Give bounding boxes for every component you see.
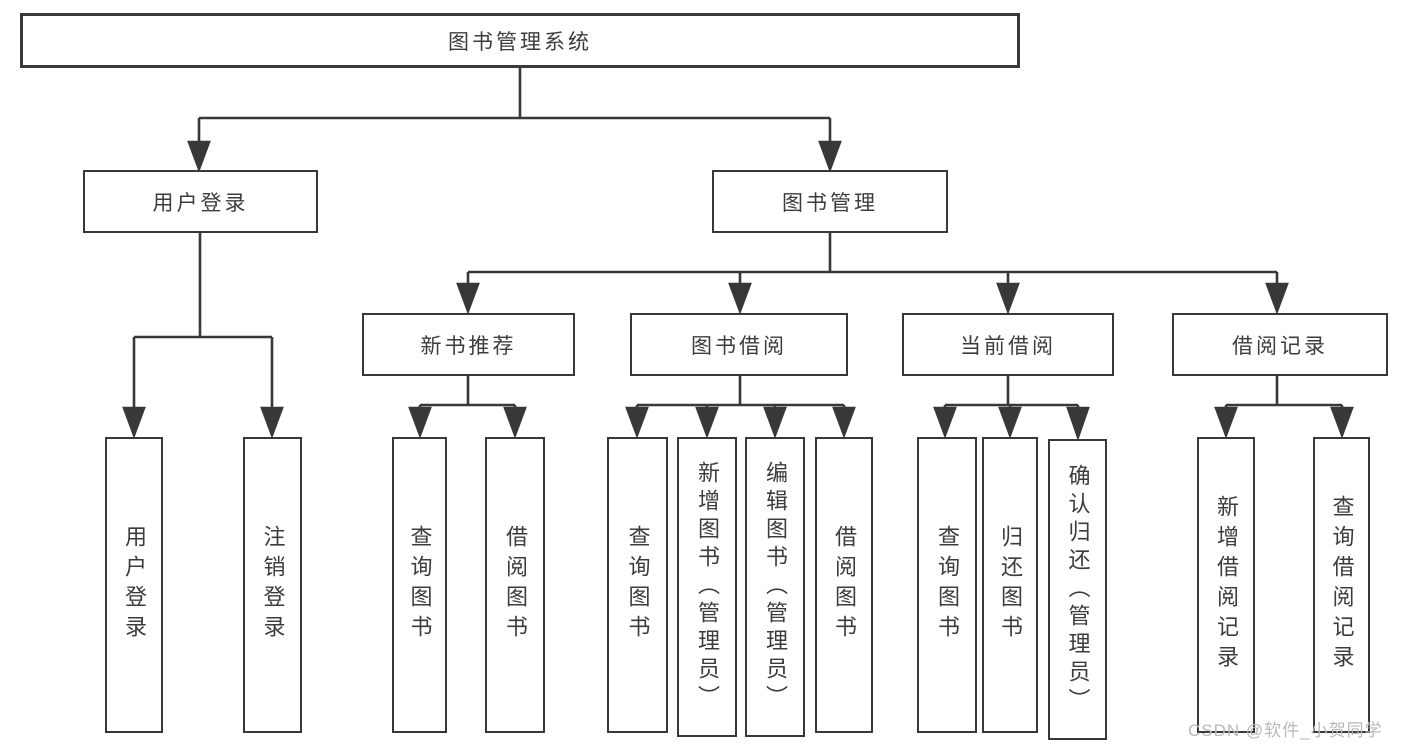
node-leaf-logout-label: 注销登录 — [260, 525, 286, 645]
node-current-borrowing-label: 当前借阅 — [960, 334, 1056, 358]
node-leaf-logout: 注销登录 — [243, 437, 302, 733]
node-cb-return-book-label: 归还图书 — [998, 525, 1023, 645]
node-cb-confirm-return-admin-label: 确认归还（管理员） — [1065, 463, 1091, 716]
node-user-login-label: 用户登录 — [152, 191, 249, 215]
arrowhead — [1330, 406, 1354, 439]
connector-userlogin-to-children — [122, 233, 284, 439]
node-borrowing-records: 借阅记录 — [1172, 313, 1388, 376]
node-bb-query-book: 查询图书 — [607, 437, 668, 733]
arrowhead — [933, 406, 957, 439]
arrowhead — [260, 406, 284, 439]
node-root-label: 图书管理系统 — [448, 30, 592, 54]
arrowhead — [998, 406, 1022, 439]
arrowhead — [832, 406, 856, 439]
node-bb-add-book-admin-label: 新增图书（管理员） — [695, 461, 720, 713]
csdn-watermark: CSDN @软件_小贺同学 — [1188, 721, 1383, 740]
node-bb-edit-book-admin-label: 编辑图书（管理员） — [763, 461, 788, 713]
node-bb-borrow-book-label: 借阅图书 — [832, 525, 857, 645]
node-leaf-user-login-label: 用户登录 — [122, 525, 147, 645]
connector-newbookrec-to-children — [408, 376, 527, 439]
node-bb-add-book-admin: 新增图书（管理员） — [677, 437, 737, 737]
node-cb-confirm-return-admin: 确认归还（管理员） — [1048, 439, 1107, 740]
connector-currentborrow-to-children — [933, 376, 1090, 441]
arrowhead — [1214, 406, 1238, 439]
node-rec-query-book: 查询图书 — [392, 437, 447, 733]
connector-root-to-level2 — [187, 68, 842, 173]
node-br-query-record: 查询借阅记录 — [1313, 437, 1370, 733]
node-book-borrowing: 图书借阅 — [630, 313, 848, 376]
arrowhead — [996, 282, 1020, 315]
arrowhead — [503, 406, 527, 439]
node-br-add-record: 新增借阅记录 — [1197, 437, 1255, 733]
node-user-login: 用户登录 — [83, 170, 318, 233]
node-bb-borrow-book: 借阅图书 — [815, 437, 873, 733]
node-br-add-record-label: 新增借阅记录 — [1214, 495, 1239, 675]
arrowhead — [122, 406, 146, 439]
arrowhead — [408, 406, 432, 439]
node-rec-query-book-label: 查询图书 — [407, 525, 433, 645]
arrowhead — [763, 406, 787, 439]
node-rec-borrow-book-label: 借阅图书 — [503, 525, 528, 645]
connector-bookmgmt-to-level3 — [456, 233, 1289, 315]
node-bb-query-book-label: 查询图书 — [625, 525, 651, 645]
node-current-borrowing: 当前借阅 — [902, 313, 1114, 376]
connector-borrowrecord-to-children — [1214, 376, 1354, 439]
node-br-query-record-label: 查询借阅记录 — [1329, 495, 1355, 675]
node-book-borrowing-label: 图书借阅 — [691, 334, 787, 358]
node-leaf-user-login: 用户登录 — [105, 437, 163, 733]
node-cb-query-book: 查询图书 — [917, 437, 977, 733]
arrowhead — [728, 282, 752, 315]
node-rec-borrow-book: 借阅图书 — [485, 437, 545, 733]
arrowhead — [1265, 282, 1289, 315]
arrowhead — [187, 140, 211, 173]
node-borrowing-records-label: 借阅记录 — [1232, 334, 1328, 358]
node-new-book-recommendation-label: 新书推荐 — [420, 334, 517, 358]
arrowhead — [1066, 406, 1090, 441]
arrowhead — [625, 406, 649, 439]
node-book-management: 图书管理 — [712, 170, 948, 233]
node-book-management-label: 图书管理 — [782, 191, 878, 215]
node-bb-edit-book-admin: 编辑图书（管理员） — [745, 437, 805, 737]
arrowhead — [456, 282, 480, 315]
node-cb-query-book-label: 查询图书 — [935, 525, 960, 645]
arrowhead — [818, 140, 842, 173]
node-root: 图书管理系统 — [20, 13, 1020, 68]
node-new-book-recommendation: 新书推荐 — [362, 313, 575, 376]
connector-bookborrow-to-children — [625, 376, 856, 439]
arrowhead — [695, 406, 719, 439]
node-cb-return-book: 归还图书 — [982, 437, 1038, 733]
